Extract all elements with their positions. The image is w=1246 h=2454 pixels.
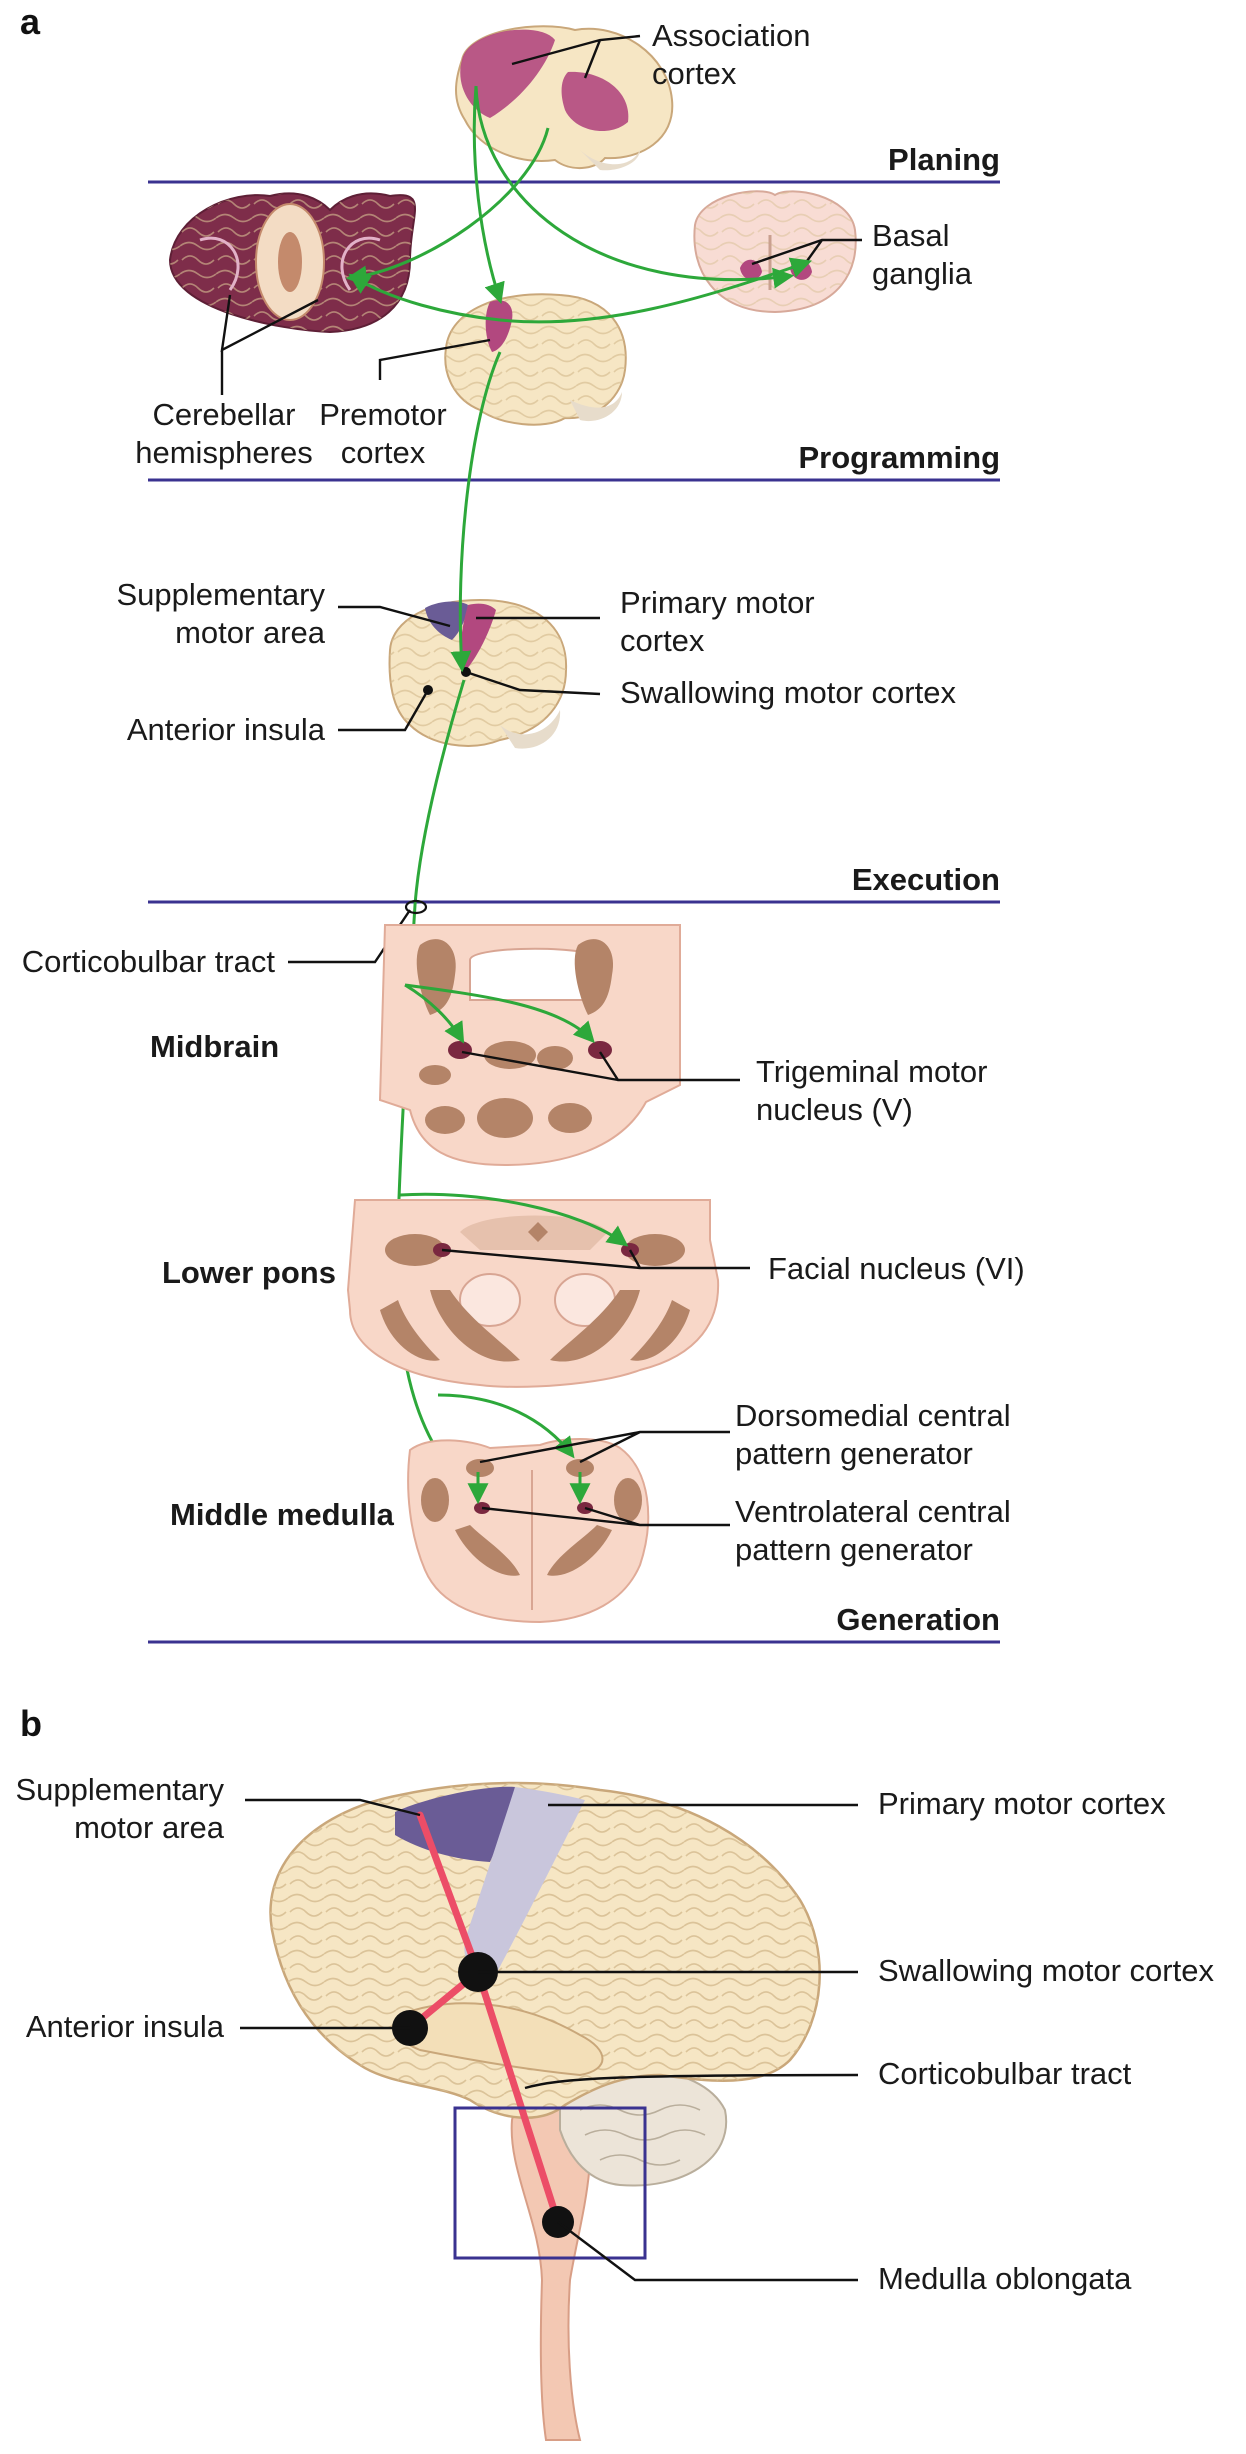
swallowing-cortex-label-b: Swallowing motor cortex [878, 1953, 1214, 1988]
association-cortex-frontal [460, 29, 555, 118]
motor-cortex-brain [388, 598, 568, 749]
basal-ganglia-left [740, 259, 762, 280]
trigeminal-leader [461, 1050, 740, 1082]
middle-medulla-section [407, 1438, 650, 1624]
sma-region-b [395, 1786, 515, 1862]
cerebellum-illustration [168, 192, 416, 334]
midbrain-arrow-left [404, 983, 465, 1044]
corticobulbar-leader-b [524, 2073, 859, 2090]
stage-label-generation: Generation [836, 1602, 1000, 1637]
anterior-insula-label-a: Anterior insula [127, 712, 326, 747]
midbrain-section [378, 924, 681, 1167]
sma-leader-a [338, 605, 451, 628]
medulla-arrow-main [437, 1393, 575, 1459]
swallowing-cortex-label-a: Swallowing motor cortex [620, 675, 956, 710]
association-cortex-parietal [561, 71, 629, 132]
premotor-cortex-highlight [485, 300, 513, 352]
stage-label-planing: Planing [888, 142, 1000, 177]
dm-cpg-leader [479, 1430, 730, 1464]
corticobulbar-tract-marker-a [404, 899, 428, 915]
facial-nucleus-label: Facial nucleus (VI) [768, 1251, 1025, 1286]
midbrain-arrow-right [404, 983, 595, 1044]
pons-arrow [399, 1192, 629, 1247]
corticobulbar-label-a: Corticobulbar tract [22, 944, 276, 979]
anterior-insula-leader-a [338, 689, 430, 732]
level-label-lower-pons: Lower pons [162, 1255, 336, 1290]
tract-corticobulbar-b [474, 1968, 562, 2226]
medulla-leader-b [557, 2221, 858, 2282]
association-cortex-leader [511, 34, 641, 79]
sma-highlight-a [425, 601, 468, 640]
trigeminal-nucleus-right [588, 1041, 612, 1059]
trigeminal-nucleus-left [448, 1041, 472, 1059]
stage-label-execution: Execution [852, 862, 1000, 897]
planning-pathways [345, 85, 812, 324]
brainstem-inset-box [453, 2106, 647, 2260]
basal-ganglia-section [693, 190, 857, 314]
premotor-cortex-brain [444, 293, 627, 426]
cerebellar-hemispheres-leader [220, 294, 319, 395]
lateral-brain-illustration [269, 1781, 821, 2441]
tract-sma-to-swallowing [416, 1811, 482, 1976]
sma-leader-b [245, 1798, 421, 1817]
level-label-midbrain: Midbrain [150, 1029, 279, 1064]
vl-cpg-leader [481, 1506, 730, 1527]
primary-motor-label-b: Primary motor cortex [878, 1786, 1166, 1821]
premotor-cortex-leader [378, 338, 491, 380]
stage-label-programming: Programming [798, 440, 1000, 475]
panel-a-letter: a [20, 1, 41, 42]
panel-b-letter: b [20, 1703, 42, 1744]
primary-motor-region-b [464, 1787, 585, 1985]
stage-lines [148, 180, 1000, 1644]
facial-nucleus-leader [441, 1248, 750, 1270]
lower-pons-section [346, 1199, 720, 1388]
corticobulbar-label-b: Corticobulbar tract [878, 2056, 1132, 2091]
anterior-insula-label-b: Anterior insula [26, 2009, 225, 2044]
association-cortex-brain [455, 25, 674, 171]
medulla-label-b: Medulla oblongata [878, 2261, 1132, 2296]
swallowing-cortex-leader-a [465, 670, 601, 696]
level-label-middle-medulla: Middle medulla [170, 1497, 395, 1532]
